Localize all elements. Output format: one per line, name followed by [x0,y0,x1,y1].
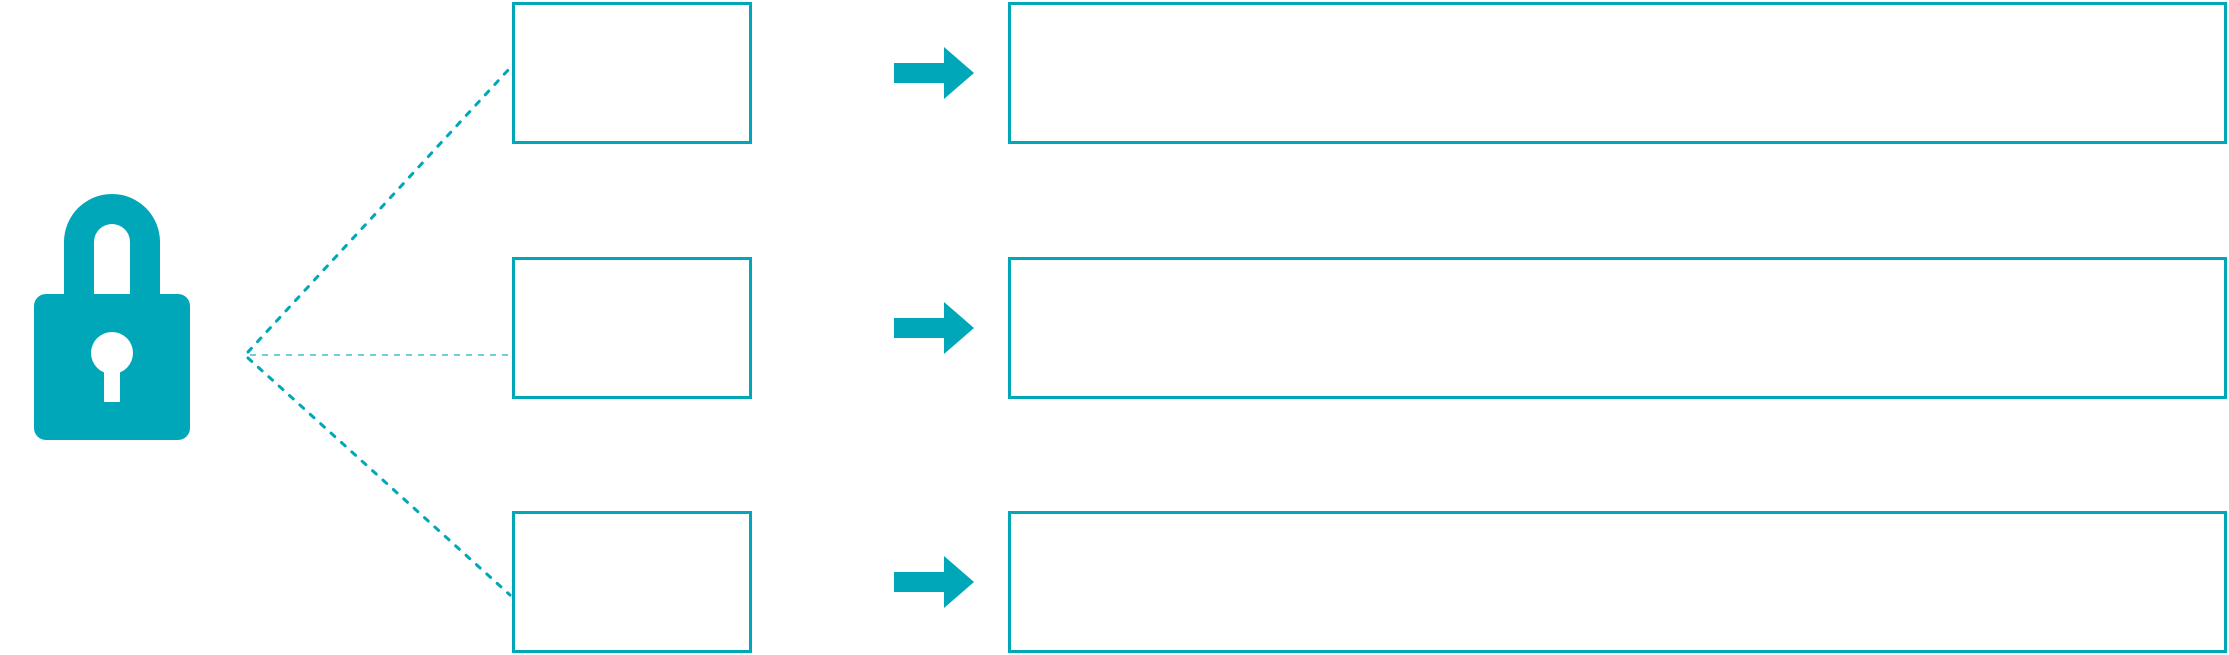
detail-box-label [1011,260,2224,396]
detail-box-row-2[interactable] [1008,257,2227,399]
stage-box-row-2[interactable] [512,257,752,399]
branch-line-top [246,66,512,354]
stage-box-row-1[interactable] [512,2,752,144]
detail-box-label [1011,5,2224,141]
branch-line-bottom [246,356,512,597]
arrow-right-icon-row-2 [894,302,974,354]
detail-box-row-3[interactable] [1008,511,2227,653]
arrow-right-icon-row-3 [894,556,974,608]
detail-box-row-1[interactable] [1008,2,2227,144]
stage-box-label [515,5,749,141]
stage-box-label [515,514,749,650]
lock-icon [22,150,202,440]
stage-box-row-3[interactable] [512,511,752,653]
detail-box-label [1011,514,2224,650]
stage-box-label [515,260,749,396]
arrow-right-icon-row-1 [894,47,974,99]
